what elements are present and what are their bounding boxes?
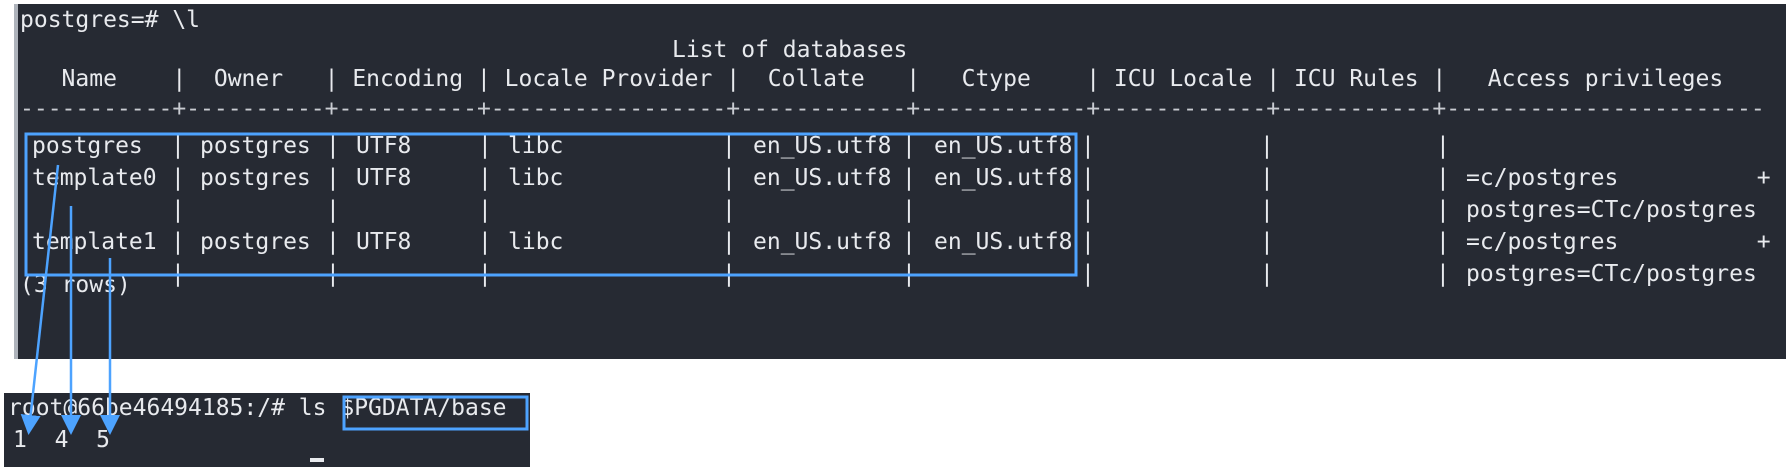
- column-divider: |: [902, 133, 916, 159]
- column-divider: |: [1436, 229, 1450, 255]
- column-divider: |: [1081, 261, 1095, 287]
- column-divider: |: [722, 197, 736, 223]
- shell-terminal: root@66be46494185:/# ls $PGDATA/base 1 4…: [4, 393, 530, 467]
- column-divider: |: [1081, 197, 1095, 223]
- column-divider: |: [171, 165, 185, 191]
- cell-encoding: UTF8: [356, 165, 412, 191]
- column-divider: |: [722, 261, 736, 287]
- cell-privileges: postgres=CTc/postgres: [1466, 197, 1757, 223]
- column-divider: |: [1436, 165, 1450, 191]
- column-divider: |: [478, 165, 492, 191]
- cell-ctype: en_US.utf8: [934, 165, 1073, 191]
- dir-oid-1: 1: [13, 427, 27, 453]
- column-divider: |: [902, 197, 916, 223]
- column-divider: |: [1436, 261, 1450, 287]
- table-caption: List of databases: [672, 37, 908, 63]
- cell-encoding: UTF8: [356, 133, 412, 159]
- pgdata-path: $PGDATA/base: [340, 395, 507, 421]
- cell-provider: libc: [508, 165, 564, 191]
- shell-prompt: root@66be46494185:/# ls: [8, 395, 341, 421]
- cell-ctype: en_US.utf8: [934, 133, 1073, 159]
- cell-owner: postgres: [200, 133, 311, 159]
- cell-provider: libc: [508, 229, 564, 255]
- column-divider: |: [326, 229, 340, 255]
- column-divider: |: [902, 165, 916, 191]
- cell-name: template1: [32, 229, 157, 255]
- column-divider: |: [1260, 165, 1274, 191]
- column-divider: |: [1081, 133, 1095, 159]
- column-divider: |: [722, 229, 736, 255]
- cell-privileges: =c/postgres +: [1466, 165, 1771, 191]
- column-divider: |: [1081, 165, 1095, 191]
- cell-encoding: UTF8: [356, 229, 412, 255]
- dir-oid-4: 4: [54, 427, 69, 453]
- column-divider: |: [478, 229, 492, 255]
- column-divider: |: [326, 261, 340, 287]
- cell-collate: en_US.utf8: [753, 229, 892, 255]
- database-list-terminal: postgres=# \l List of databases Name | O…: [14, 4, 1786, 359]
- ls-output: 1 4 5: [13, 424, 110, 457]
- column-divider: |: [1081, 229, 1095, 255]
- column-divider: |: [1260, 261, 1274, 287]
- terminal-cursor: [310, 458, 324, 462]
- column-divider: |: [722, 133, 736, 159]
- column-divider: |: [902, 229, 916, 255]
- column-divider: |: [478, 197, 492, 223]
- column-divider: |: [1260, 229, 1274, 255]
- column-divider: |: [171, 229, 185, 255]
- cell-collate: en_US.utf8: [753, 165, 892, 191]
- column-divider: |: [326, 133, 340, 159]
- column-divider: |: [1436, 197, 1450, 223]
- cell-owner: postgres: [200, 229, 311, 255]
- column-divider: |: [1260, 197, 1274, 223]
- column-divider: |: [902, 261, 916, 287]
- column-divider: |: [478, 261, 492, 287]
- column-divider: |: [1436, 133, 1450, 159]
- column-divider: |: [171, 133, 185, 159]
- column-divider: |: [478, 133, 492, 159]
- column-divider: |: [171, 261, 185, 287]
- column-divider: |: [722, 165, 736, 191]
- column-divider: |: [326, 197, 340, 223]
- shell-prompt-line: root@66be46494185:/# ls $PGDATA/base: [8, 392, 507, 425]
- table-header: Name | Owner | Encoding | Locale Provide…: [20, 66, 1724, 92]
- cell-privileges: postgres=CTc/postgres: [1466, 261, 1757, 287]
- cell-privileges: =c/postgres +: [1466, 229, 1771, 255]
- psql-prompt: postgres=# \l: [20, 7, 201, 33]
- cell-collate: en_US.utf8: [753, 133, 892, 159]
- cell-ctype: en_US.utf8: [934, 229, 1073, 255]
- cell-name: template0: [32, 165, 157, 191]
- table-separator: -----------+----------+----------+------…: [20, 96, 1765, 122]
- column-divider: |: [326, 165, 340, 191]
- row-count: (3 rows): [20, 272, 131, 298]
- cell-owner: postgres: [200, 165, 311, 191]
- column-divider: |: [1260, 133, 1274, 159]
- cell-name: postgres: [32, 133, 143, 159]
- dir-oid-5: 5: [96, 427, 110, 453]
- column-divider: |: [171, 197, 185, 223]
- cell-provider: libc: [508, 133, 564, 159]
